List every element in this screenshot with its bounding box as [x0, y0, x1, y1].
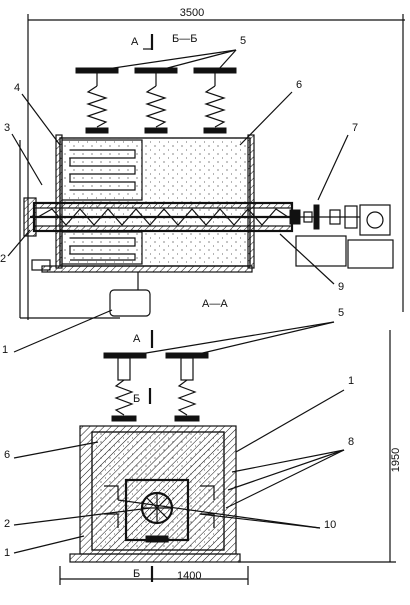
- leader-5-bottom-b: [189, 321, 335, 357]
- bearing-2: [329, 209, 341, 225]
- tube-wall-bottom: [33, 225, 293, 232]
- leader-6-top: [239, 91, 293, 146]
- spring-support-2: [134, 67, 178, 134]
- leader-5b: [159, 49, 237, 71]
- heater-left-upper: [104, 485, 119, 500]
- callout-1-top: 1: [2, 344, 8, 356]
- section-a-marker-bottom: A: [133, 333, 141, 345]
- callout-7: 7: [352, 122, 358, 134]
- gear-box: [344, 205, 358, 229]
- callout-9: 9: [338, 281, 344, 293]
- callout-6-bottom: 6: [4, 449, 10, 461]
- brake-disk: [313, 204, 320, 230]
- vapor-collector: [109, 289, 151, 317]
- section-a-marker: A: [131, 36, 139, 48]
- section-base: [69, 553, 241, 563]
- leader-2-bottom: [13, 507, 151, 526]
- leader-5-bottom-a: [127, 321, 335, 357]
- screw-flight: [37, 208, 289, 226]
- callout-6-top: 6: [296, 79, 302, 91]
- callout-2-bottom: 2: [4, 518, 10, 530]
- heater-right-upper: [200, 485, 215, 500]
- section-aa-title: A—A: [202, 298, 228, 310]
- leader-3: [11, 133, 43, 186]
- spring-support-bottom-1: [103, 352, 147, 422]
- leader-4: [21, 93, 61, 146]
- section-b-marker-lower: Б: [133, 568, 140, 580]
- leader-10a: [117, 499, 321, 529]
- leader-10b: [199, 513, 321, 529]
- section-housing-fill: [91, 431, 225, 551]
- leader-1-left: [13, 535, 85, 554]
- callout-4: 4: [14, 82, 20, 94]
- motor: [359, 204, 391, 236]
- leader-1-top: [13, 309, 113, 353]
- motor-frame: [347, 239, 394, 269]
- coupling-1: [289, 209, 301, 225]
- section-b-marker-upper: Б: [133, 393, 140, 405]
- dim-1400: 1400: [177, 570, 201, 582]
- inlet-flange: [23, 197, 37, 237]
- drive-frame: [295, 235, 347, 267]
- heater-coil-upper: [69, 149, 136, 191]
- leader-8a: [231, 449, 345, 473]
- heater-coil-lower: [69, 237, 136, 261]
- callout-5-bottom: 5: [338, 307, 344, 319]
- callout-2-top: 2: [0, 253, 6, 265]
- section-view: A—A A 5 Б: [4, 298, 402, 585]
- wall-right: [247, 134, 255, 269]
- callout-1-left: 1: [4, 547, 10, 559]
- tube-wall-top: [33, 202, 293, 209]
- spring-support-1: [75, 67, 119, 134]
- leader-7: [317, 134, 349, 201]
- dim-3500: 3500: [180, 7, 204, 19]
- leader-9: [279, 233, 335, 285]
- wall-left: [55, 134, 63, 269]
- section-bb-title: Б—Б: [172, 33, 197, 45]
- section-housing-inner: [91, 431, 225, 551]
- callout-5-top: 5: [240, 35, 246, 47]
- callout-3: 3: [4, 122, 10, 134]
- leader-6-bottom: [13, 441, 99, 459]
- motor-rotor: [366, 211, 384, 229]
- spring-support-3: [193, 67, 237, 134]
- leader-2-top: [7, 229, 31, 257]
- base-plate: [41, 265, 253, 273]
- dim-1950: 1950: [390, 448, 402, 472]
- heater-left-lower: [104, 513, 119, 528]
- bottom-pipe-left: [31, 259, 51, 271]
- callout-8: 8: [348, 436, 354, 448]
- callout-10: 10: [324, 519, 336, 531]
- spring-support-bottom-2: [165, 352, 209, 422]
- leader-8b: [227, 449, 345, 491]
- leader-5a: [99, 49, 237, 71]
- top-view: 3500 A Б—Б 5: [0, 7, 405, 356]
- screw-drain: [145, 535, 169, 543]
- leader-1-right: [235, 389, 345, 453]
- leader-5c: [217, 49, 237, 71]
- callout-1-right: 1: [348, 375, 354, 387]
- bearing-1: [303, 211, 313, 223]
- leader-8c: [225, 449, 345, 509]
